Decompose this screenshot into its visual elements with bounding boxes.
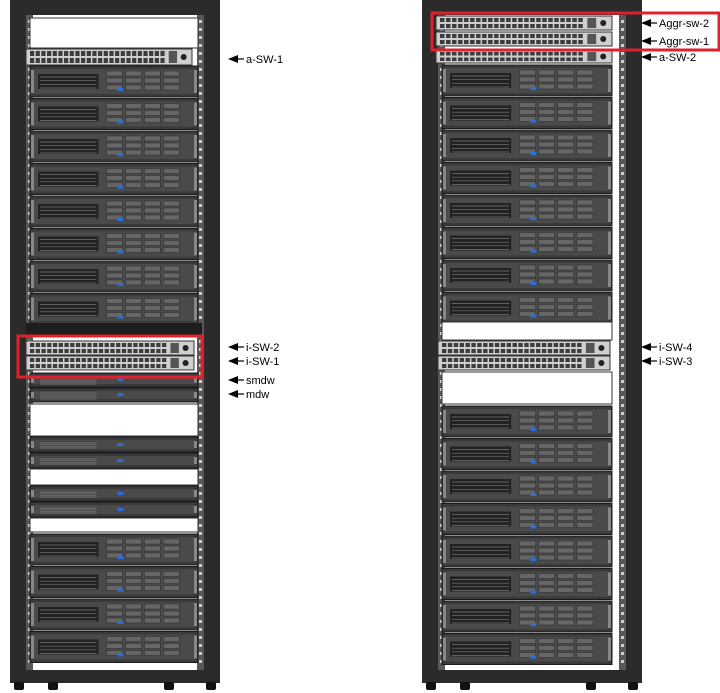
- right-server-9: [441, 405, 613, 438]
- label-i-sw-4: i-SW-4: [641, 342, 692, 354]
- left-server-1u-1: [29, 436, 199, 453]
- left-rack-right-post: [204, 0, 220, 683]
- label-i-sw-1: i-SW-1: [228, 356, 279, 368]
- right-server-10: [441, 438, 613, 470]
- left-blank-1: [29, 403, 199, 437]
- label-i-sw-3: i-SW-3: [641, 356, 692, 368]
- label-a-sw-1: a-SW-1: [228, 54, 283, 66]
- right-rack-top-frame: [422, 0, 642, 15]
- left-switch-a-sw-1: [25, 48, 193, 66]
- right-server-2: [441, 97, 613, 129]
- right-server-11: [441, 470, 613, 503]
- left-server-smdw: [29, 372, 199, 388]
- label-a-sw-2: a-SW-2: [641, 52, 696, 64]
- right-rack: [422, 0, 642, 690]
- right-aggr-highlight-box: [430, 11, 720, 52]
- left-rack-foot-1: [48, 682, 58, 690]
- left-blank-top: [29, 17, 199, 49]
- right-switch-i-sw-4: [437, 340, 611, 356]
- left-server-10: [29, 566, 199, 598]
- right-server-16: [441, 633, 613, 665]
- left-blank-2: [29, 468, 199, 486]
- right-switch-a-sw-2: [435, 49, 613, 64]
- right-server-14: [441, 568, 613, 600]
- label-mdw: mdw: [228, 389, 269, 401]
- left-server-1: [29, 65, 199, 98]
- left-server-11: [29, 598, 199, 631]
- label-i-sw-1-text: i-SW-1: [246, 356, 279, 368]
- right-server-1: [441, 64, 613, 97]
- left-switch-i-sw-2: [25, 340, 195, 356]
- right-server-15: [441, 600, 613, 633]
- label-aggr-sw-2: Aggr-sw-2: [641, 18, 709, 30]
- left-server-1u-3: [29, 485, 199, 502]
- left-switch-highlight-box: [16, 334, 204, 379]
- label-i-sw-2-text: i-SW-2: [246, 342, 279, 354]
- right-server-3: [441, 129, 613, 162]
- left-rack-bottom-frame: [10, 670, 220, 683]
- left-rack-foot-3: [206, 682, 216, 690]
- right-server-6: [441, 227, 613, 259]
- left-server-9: [29, 533, 199, 566]
- left-server-6: [29, 228, 199, 260]
- left-server-5: [29, 195, 199, 228]
- left-rack-top-frame: [10, 0, 220, 15]
- label-i-sw-2: i-SW-2: [228, 342, 279, 354]
- left-rack-foot-2: [164, 682, 174, 690]
- label-i-sw-4-text: i-SW-4: [659, 342, 692, 354]
- left-server-1u-4: [29, 501, 199, 518]
- left-rack-foot-0: [14, 682, 24, 690]
- left-server-12: [29, 631, 199, 663]
- label-aggr-sw-1: Aggr-sw-1: [641, 36, 709, 48]
- label-smdw-text: smdw: [246, 375, 275, 387]
- label-a-sw-2-text: a-SW-2: [659, 52, 696, 64]
- right-switch-aggr-sw-2: [435, 15, 613, 31]
- right-server-13: [441, 535, 613, 568]
- right-server-7: [441, 259, 613, 292]
- left-server-7: [29, 260, 199, 293]
- left-server-2: [29, 98, 199, 130]
- left-dark-gap: [26, 323, 202, 335]
- right-rack-left-post: [422, 0, 438, 683]
- right-switch-aggr-sw-1: [435, 31, 613, 47]
- label-a-sw-1-text: a-SW-1: [246, 54, 283, 66]
- left-blank-3: [29, 517, 199, 533]
- right-switch-i-sw-3: [437, 355, 611, 371]
- right-rack-bottom-frame: [422, 670, 642, 683]
- right-rack-right-post: [626, 0, 642, 683]
- right-server-12: [441, 503, 613, 535]
- right-rack-foot-3: [628, 682, 638, 690]
- left-server-3: [29, 130, 199, 163]
- label-mdw-text: mdw: [246, 389, 269, 401]
- left-server-1u-2: [29, 452, 199, 469]
- right-rack-foot-1: [460, 682, 470, 690]
- label-aggr-sw-2-text: Aggr-sw-2: [659, 18, 709, 30]
- right-server-8: [441, 292, 613, 324]
- right-rack-foot-2: [586, 682, 596, 690]
- left-server-4: [29, 163, 199, 195]
- left-rack: [10, 0, 220, 690]
- label-i-sw-3-text: i-SW-3: [659, 356, 692, 368]
- left-server-mdw: [29, 387, 199, 403]
- right-blank-1: [441, 321, 613, 341]
- right-server-4: [441, 162, 613, 194]
- label-aggr-sw-1-text: Aggr-sw-1: [659, 36, 709, 48]
- right-blank-2: [441, 371, 613, 405]
- right-server-5: [441, 194, 613, 227]
- left-server-8: [29, 293, 199, 325]
- label-smdw: smdw: [228, 375, 275, 387]
- right-rack-foot-0: [426, 682, 436, 690]
- left-switch-i-sw-1: [25, 355, 195, 371]
